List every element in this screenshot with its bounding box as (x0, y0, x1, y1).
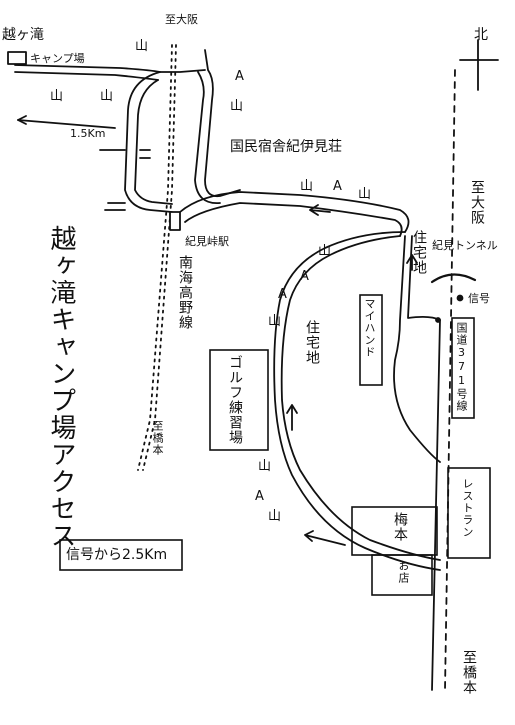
shop2-box (371, 554, 433, 596)
route-371-b (431, 319, 441, 691)
arrow-south (406, 254, 418, 271)
to-osaka-right: 至大阪 (469, 180, 485, 225)
south-curve-road-inner (273, 231, 441, 571)
mountain-mark: 山 (268, 509, 281, 524)
railway-label: 南海高野線 (177, 255, 193, 330)
golf-box (209, 349, 269, 451)
road-myhand (393, 235, 441, 463)
mountain-mark: 山 (318, 244, 331, 259)
mountain-mark: A (235, 69, 244, 84)
myhand-label: マイハンド (363, 298, 376, 358)
route-label: 国道371号線 (455, 322, 468, 412)
to-osaka-top: 至大阪 (165, 13, 198, 26)
note-box (59, 539, 183, 571)
camp-label: キャンプ場 (30, 52, 85, 65)
myhand-box (359, 294, 383, 386)
road-to-camp (14, 64, 206, 73)
housing-label-2: 住宅地 (304, 320, 320, 365)
lodge-label: 国民宿舎紀伊見荘 (230, 139, 342, 155)
shop-label-1: 梅本 (392, 512, 408, 542)
mountain-mark: A (255, 489, 264, 504)
golf-label: ゴルフ練習場 (227, 355, 243, 445)
to-hashimoto-right: 至橋本 (461, 650, 477, 695)
restaurant-box (447, 467, 491, 559)
road-to-camp-lower (14, 71, 159, 81)
mountain-mark: A (278, 287, 287, 302)
tunnel-arc (430, 273, 477, 284)
distance-note: 信号から2.5Km (66, 547, 168, 563)
station-marker (169, 211, 181, 231)
main-road-inner (184, 202, 403, 237)
route371-box (451, 317, 475, 419)
housing-label-1: 住宅地 (411, 230, 427, 275)
distance-label: 1.5Km (70, 127, 106, 140)
north-label: 北 (474, 27, 488, 43)
mountain-mark: A (333, 179, 342, 194)
railway-line-b (142, 44, 177, 471)
railway-line (137, 44, 173, 471)
signal-label: 信号 (468, 292, 490, 305)
south-curve-road (280, 235, 441, 561)
mountain-mark: 山 (258, 459, 271, 474)
to-hashimoto-rail: 至橋本 (151, 420, 164, 456)
tunnel-label: 紀見トンネル (432, 239, 498, 252)
mountain-mark: 山 (135, 39, 148, 54)
distance-arrow (17, 119, 116, 129)
station-loop-road (124, 71, 173, 213)
mountain-mark: 山 (100, 89, 113, 104)
mountain-mark: 山 (358, 187, 371, 202)
main-road (179, 191, 410, 233)
arrow-sw (304, 530, 346, 546)
restaurant-label: レストラン (461, 478, 474, 538)
signal-dot (456, 294, 464, 302)
mountain-mark: 山 (300, 179, 313, 194)
shop-label-2: お店 (397, 560, 410, 584)
mountain-mark: 山 (230, 99, 243, 114)
arrow-up-golf (286, 404, 298, 431)
road-north-inner (194, 71, 221, 204)
mountain-mark: A (300, 269, 309, 284)
map-title: 越ヶ滝キャンプ場アクセス (46, 225, 76, 549)
mountain-mark: 山 (268, 314, 281, 329)
station-label: 紀見峠駅 (185, 235, 229, 248)
station-loop-road-inner (134, 79, 173, 205)
camp-marker (7, 51, 27, 65)
destination-label: 越ヶ滝 (2, 27, 44, 43)
route-371 (444, 69, 456, 691)
arrow-west (309, 204, 331, 216)
mountain-mark: 山 (50, 89, 63, 104)
